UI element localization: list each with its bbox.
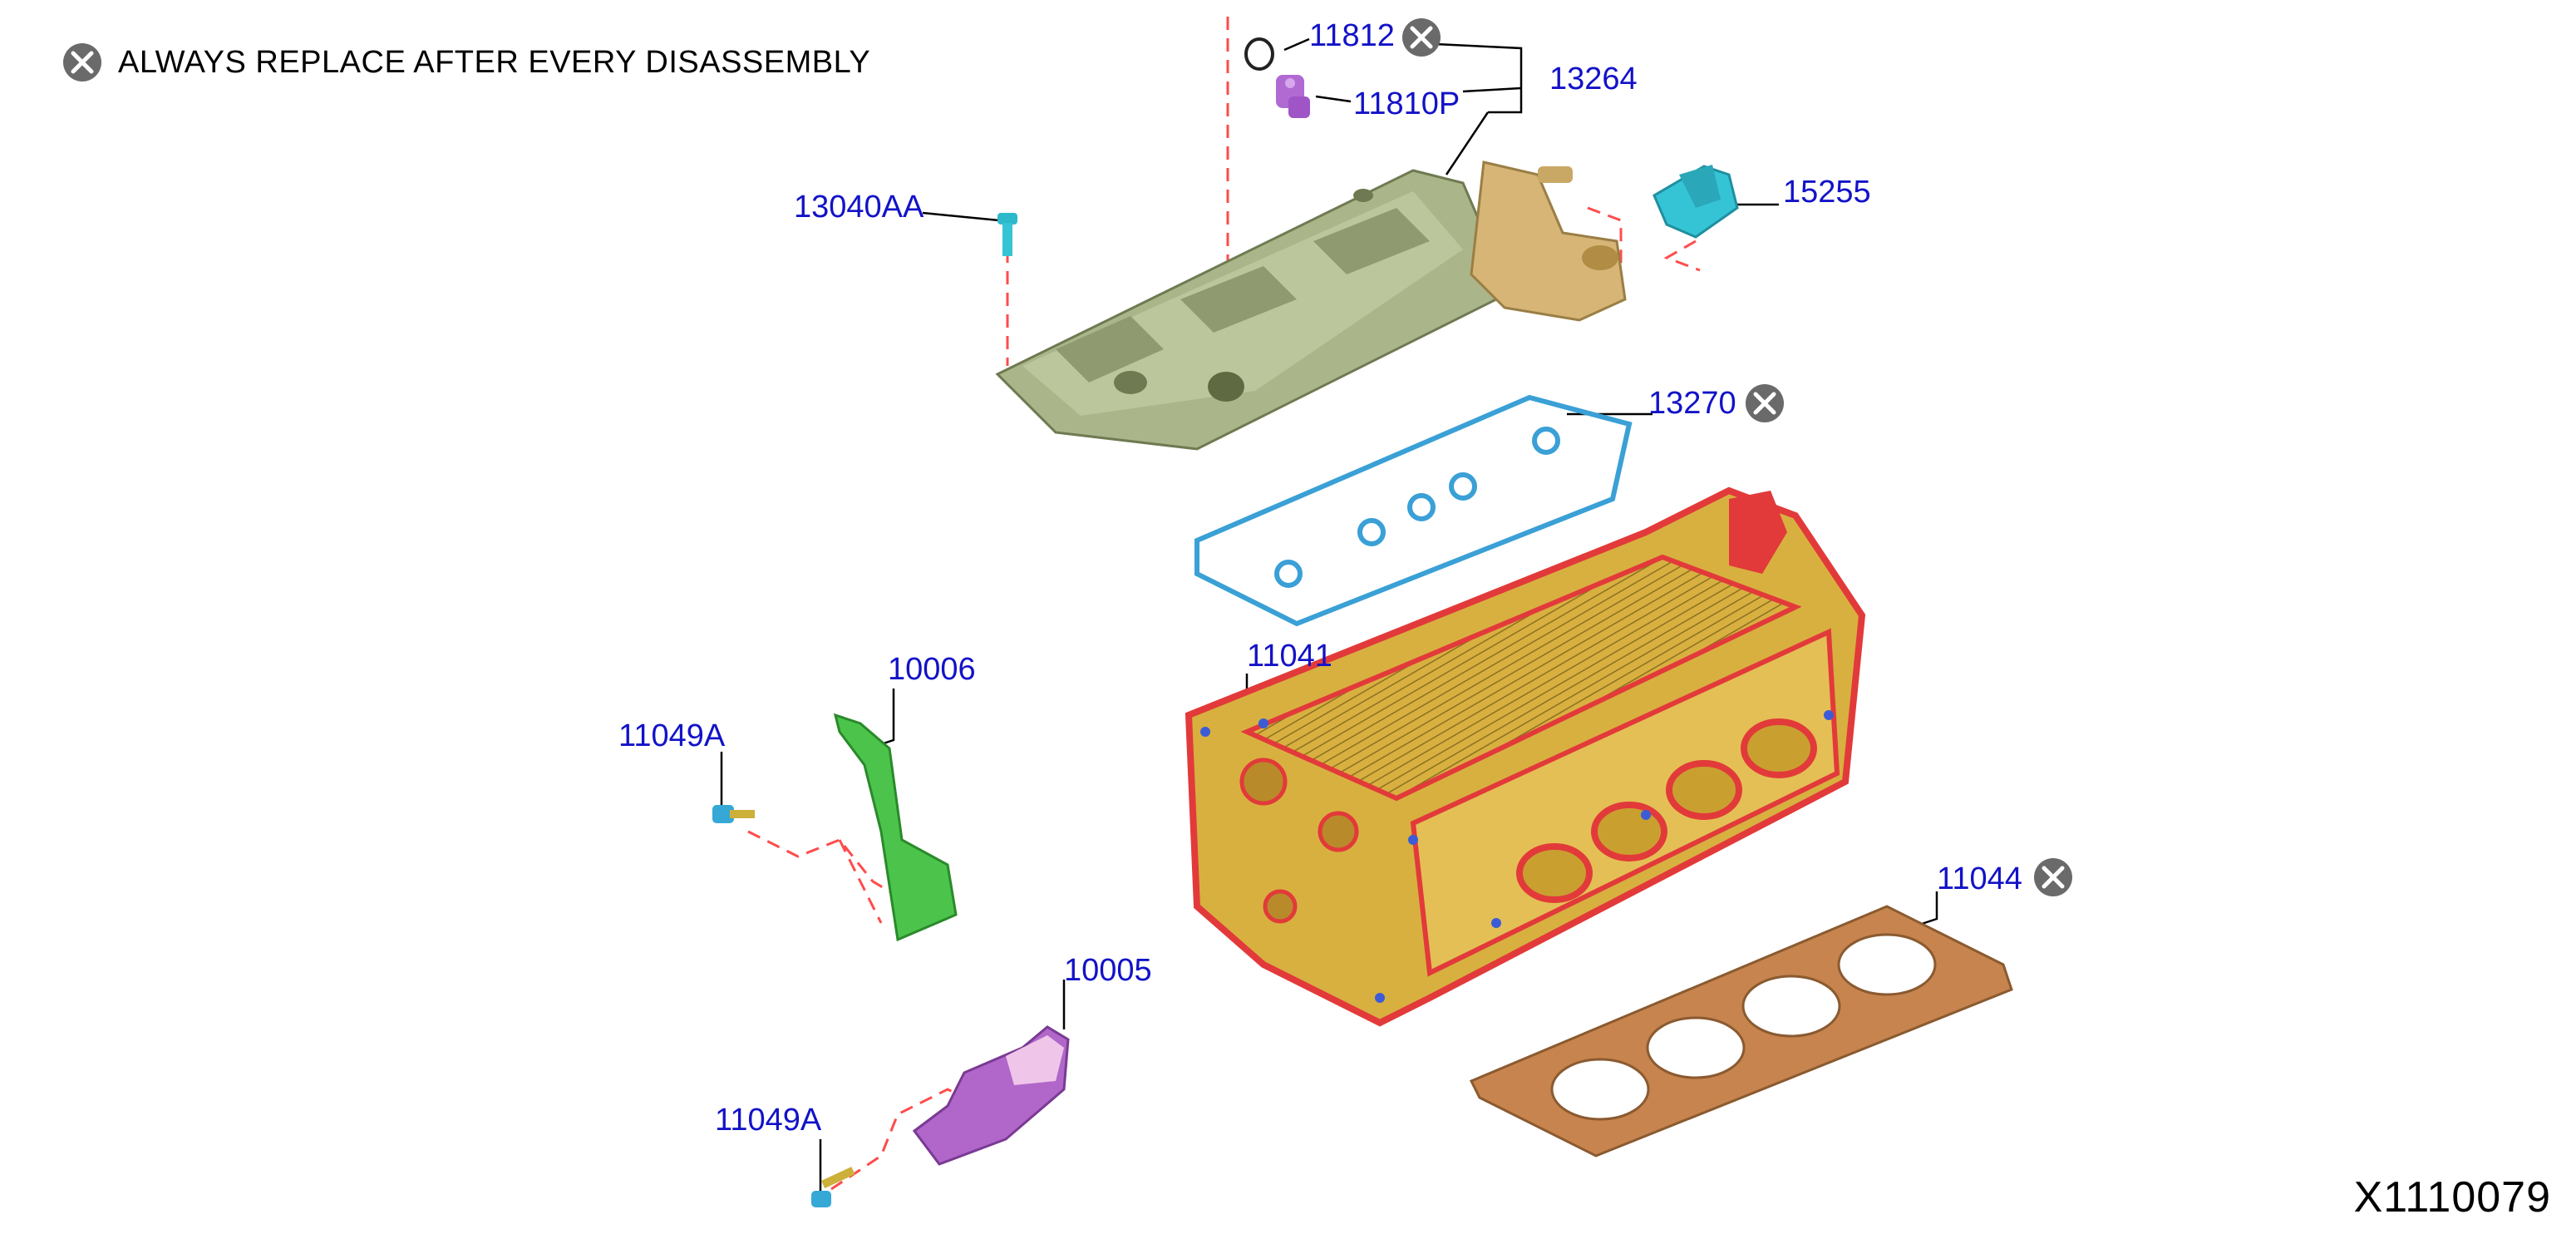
- o-ring-11812[interactable]: [1244, 37, 1274, 71]
- pcv-valve-11810P[interactable]: [1276, 75, 1310, 118]
- part-label-13264[interactable]: 13264: [1549, 62, 1638, 96]
- cylinder-head-11041[interactable]: [1185, 486, 1866, 1027]
- legend: ALWAYS REPLACE AFTER EVERY DISASSEMBLY: [62, 42, 870, 83]
- part-label-11812[interactable]: 11812: [1309, 18, 1395, 53]
- head-gasket-11044[interactable]: [1469, 905, 2013, 1157]
- figure-code: X1110079: [2353, 1173, 2551, 1222]
- leader-lines: [720, 37, 1938, 1197]
- part-label-11049A-bottom[interactable]: 11049A: [715, 1103, 822, 1138]
- bolt-13040AA[interactable]: [997, 213, 1017, 256]
- bolt-11049A-bottom[interactable]: [811, 1167, 855, 1207]
- replace-part-icon: [2034, 858, 2072, 896]
- rocker-gasket-13270[interactable]: [1194, 394, 1633, 627]
- bracket-10005[interactable]: [912, 1025, 1070, 1166]
- part-label-13040AA[interactable]: 13040AA: [794, 190, 924, 225]
- part-label-13270[interactable]: 13270: [1648, 386, 1736, 421]
- part-label-10006[interactable]: 10006: [888, 652, 976, 687]
- replace-part-icon: [1402, 18, 1441, 57]
- part-label-11041[interactable]: 11041: [1247, 639, 1332, 674]
- replace-part-icon: [63, 43, 101, 81]
- rocker-cover-13264[interactable]: [995, 160, 1627, 451]
- bracket-10006[interactable]: [833, 713, 958, 942]
- legend-text: ALWAYS REPLACE AFTER EVERY DISASSEMBLY: [118, 44, 871, 80]
- replace-part-icon: [1746, 384, 1784, 422]
- part-label-15255[interactable]: 15255: [1783, 175, 1871, 210]
- part-label-11049A-top[interactable]: 11049A: [618, 718, 726, 753]
- part-label-11044[interactable]: 11044: [1937, 861, 2022, 896]
- part-label-10005[interactable]: 10005: [1064, 953, 1152, 988]
- bolt-11049A-top[interactable]: [712, 805, 755, 823]
- oil-filler-cap-15255[interactable]: [1652, 165, 1739, 239]
- part-label-11810P[interactable]: 11810P: [1353, 86, 1460, 121]
